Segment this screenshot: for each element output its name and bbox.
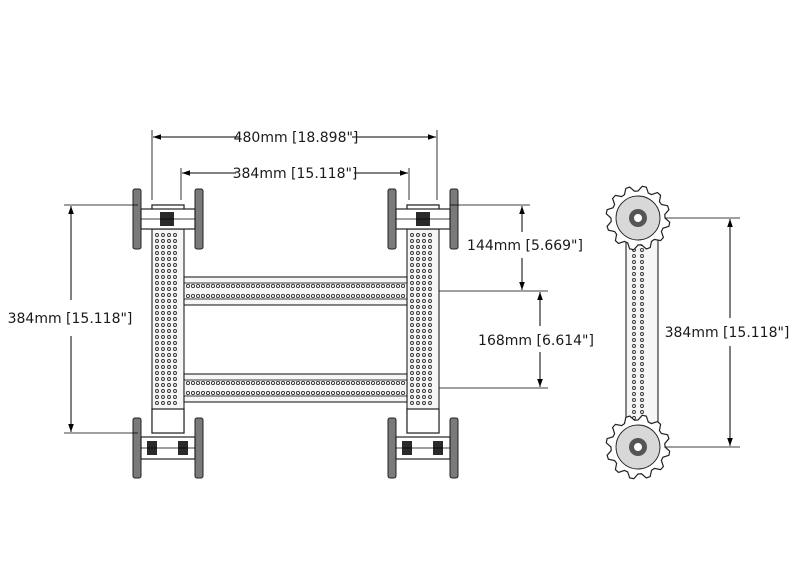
dim-label-inner-width: 384mm [15.118"] xyxy=(233,166,358,182)
side-wheel-top xyxy=(605,185,671,251)
dim-overall-width: 480mm [18.898"] xyxy=(151,130,438,200)
top-view: 480mm [18.898"] 384mm [15.118"] 384mm [1… xyxy=(8,130,594,479)
wheel-front-right xyxy=(387,188,459,250)
side-view: 384mm [15.118"] xyxy=(605,185,790,480)
wheel-front-left xyxy=(132,188,204,250)
hole-pattern xyxy=(155,208,438,428)
right-rail xyxy=(406,204,440,434)
wheel-rear-left xyxy=(132,417,204,479)
upper-cross-channel xyxy=(183,276,408,306)
dim-label-left-height: 384mm [15.118"] xyxy=(8,311,133,327)
left-rail xyxy=(151,204,185,434)
dim-left-height: 384mm [15.118"] xyxy=(8,204,138,434)
dim-label-channel-spacing: 168mm [6.614"] xyxy=(478,333,594,349)
dim-side-height: 384mm [15.118"] xyxy=(665,217,790,448)
side-rail xyxy=(625,217,659,451)
dim-top-offset: 144mm [5.669"] xyxy=(439,204,583,292)
dim-channel-spacing: 168mm [6.614"] xyxy=(439,292,594,389)
dim-label-top-offset: 144mm [5.669"] xyxy=(467,238,583,254)
dim-inner-width: 384mm [15.118"] xyxy=(180,166,410,200)
lower-cross-channel xyxy=(183,373,408,403)
dim-label-overall-width: 480mm [18.898"] xyxy=(234,130,359,146)
dim-label-side-height: 384mm [15.118"] xyxy=(665,325,790,341)
wheel-rear-right xyxy=(387,417,459,479)
side-wheel-bottom xyxy=(605,414,671,480)
